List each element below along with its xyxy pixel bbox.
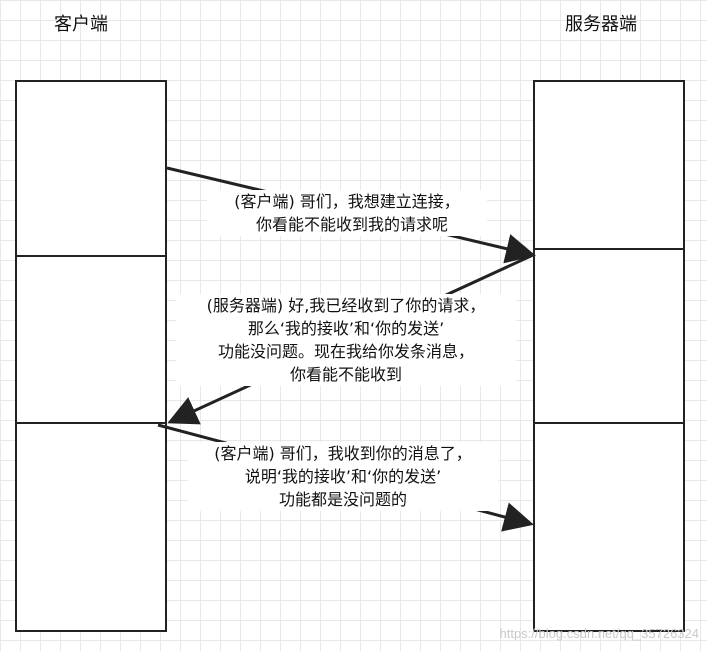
message-step3-line3: 功能都是没问题的 (278, 490, 407, 509)
message-step1-line1: (客户端) 哥们，我想建立连接， (234, 192, 460, 211)
client-box-3 (15, 422, 167, 632)
message-step1-line2: 你看能不能收到我的请求呢 (255, 215, 448, 234)
server-box-1 (533, 80, 685, 250)
message-step2-line1: (服务器端) 好,我已经收到了你的请求， (206, 296, 486, 315)
client-title: 客户端 (54, 14, 108, 35)
message-step3-line1: (客户端) 哥们，我收到你的消息了， (214, 444, 472, 463)
client-box-2 (15, 255, 167, 424)
message-step2-line2: 那么‘我的接收’和‘你的发送’ (247, 319, 445, 338)
server-box-3 (533, 422, 685, 632)
message-step2-line4: 你看能不能收到 (289, 365, 402, 384)
watermark: https://blog.csdn.net/qq_35726324 (499, 626, 700, 641)
message-step3: (客户端) 哥们，我收到你的消息了， 说明‘我的接收’和‘你的发送’ 功能都是没… (188, 442, 498, 511)
message-step2-line3: 功能没问题。现在我给你发条消息， (217, 342, 474, 361)
server-title: 服务器端 (565, 14, 637, 35)
client-box-1 (15, 80, 167, 257)
server-box-2 (533, 248, 685, 424)
message-step1: (客户端) 哥们，我想建立连接， 你看能不能收到我的请求呢 (207, 190, 487, 236)
message-step2: (服务器端) 好,我已经收到了你的请求， 那么‘我的接收’和‘你的发送’ 功能没… (176, 294, 516, 386)
message-step3-line2: 说明‘我的接收’和‘你的发送’ (244, 467, 442, 486)
